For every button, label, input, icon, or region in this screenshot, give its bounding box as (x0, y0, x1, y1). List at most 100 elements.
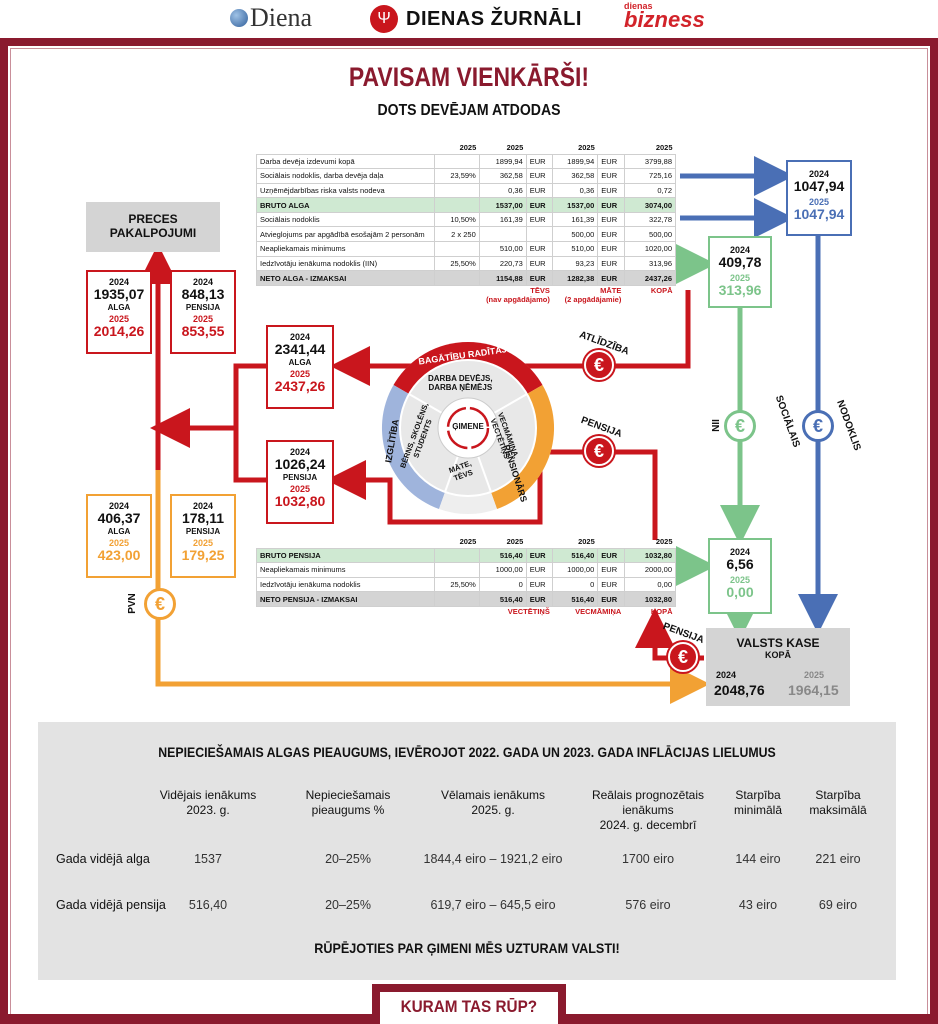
row-label-pensija: Gada vidējā pensija (56, 898, 166, 912)
cell: 20–25% (325, 898, 371, 912)
bottom-heading: NEPIECIEŠAMAIS ALGAS PIEAUGUMS, IEVĒROJO… (158, 744, 776, 760)
cell: 221 eiro (815, 852, 861, 866)
table-cell: 0 (478, 576, 527, 593)
cell: 516,40 (188, 898, 228, 912)
table-row: Atvieglojums par apgādībā esošajām 2 per… (256, 226, 677, 243)
table-cell: 510,00 (552, 241, 599, 257)
table-cell (433, 153, 480, 170)
table-cell: Darba devēja izdevumi kopā (256, 153, 435, 170)
table-cell: EUR (525, 591, 554, 607)
table-cell: 362,58 (552, 168, 599, 184)
arrow-tree-alga (233, 363, 268, 483)
table-cell: 1000,00 (478, 562, 527, 578)
table-cell: 313,96 (623, 255, 677, 272)
euro-icon-kase-pensija: € (668, 642, 698, 672)
table-cell: EUR (597, 547, 625, 564)
table-cell: 362,58 (478, 168, 527, 184)
table-cell: 1537,00 (478, 197, 527, 213)
valsts-kase-box: VALSTS KASE KOPĀ 2024 2048,76 2025 1964,… (706, 628, 850, 706)
table-cell: EUR (525, 547, 554, 564)
table-cell: 25,50% (433, 576, 480, 593)
euro-icon-iin: € (724, 410, 756, 442)
footer-label: MĀTE (2 apgādājamie) (564, 285, 622, 304)
table-cell: 1282,38 (552, 270, 599, 286)
table-cell (433, 562, 480, 578)
table-cell: EUR (525, 182, 554, 199)
family-wheel (381, 341, 555, 515)
footer-label: TĒVS (nav apgādājamo) (486, 285, 550, 304)
col-header-2: Nepieciešamais pieaugums % (305, 788, 391, 817)
table-cell: EUR (597, 153, 625, 170)
table-cell (433, 270, 480, 286)
table-cell: Iedzīvotāju ienākuma nodoklis (IIN) (256, 255, 435, 272)
row-label-alga: Gada vidējā alga (56, 852, 150, 866)
table-cell: NETO PENSIJA - IZMAKSAI (256, 591, 435, 607)
table-cell: EUR (597, 562, 625, 578)
table-cell: 3074,00 (623, 197, 677, 213)
table-cell: 1154,88 (478, 270, 527, 286)
diena-logo: Diena (230, 3, 312, 32)
wheel-label-center: ĢIMENE (452, 422, 484, 431)
table-cell: 516,40 (552, 591, 599, 607)
cell: 1700 eiro (621, 852, 675, 866)
table-cell: EUR (525, 255, 554, 272)
footer-label: KOPĀ (650, 285, 673, 295)
table-cell: EUR (597, 168, 625, 184)
arrow-pvn (155, 470, 710, 704)
table-cell: Sociālais nodoklis, darba devēja daļa (256, 168, 435, 184)
table-cell: Uzņēmējdarbības riska valsts nodeva (256, 182, 435, 199)
table-cell (433, 547, 480, 564)
table-cell: EUR (525, 270, 554, 286)
footer-tab: KURAM TAS RŪP? (372, 984, 566, 1024)
table-cell: 0,72 (623, 182, 677, 199)
table-cell: Atvieglojums par apgādībā esošajām 2 per… (256, 226, 435, 243)
col-header-5: Starpība minimālā (733, 788, 782, 817)
table-cell: EUR (597, 576, 625, 593)
table-cell: EUR (597, 197, 625, 213)
table-cell: Iedzīvotāju ienākuma nodoklis (256, 576, 435, 593)
table-cell: 516,40 (478, 591, 527, 607)
cell: 144 eiro (735, 852, 781, 866)
table-cell: EUR (597, 211, 625, 228)
table-cell (433, 182, 480, 199)
table-cell: 2000,00 (623, 562, 677, 578)
frame-inner-line (10, 48, 928, 1024)
table-cell: EUR (525, 562, 554, 578)
table-cell: 516,40 (552, 547, 599, 564)
table-cell: EUR (597, 182, 625, 199)
table-cell (433, 241, 480, 257)
page-title: PAVISAM VIENKĀRŠI! (348, 62, 590, 92)
table-cell: 2437,26 (623, 270, 677, 286)
table-footer: TĒVS (nav apgādājamo) MĀTE (2 apgādājamie… (257, 285, 676, 307)
footer-label: KOPĀ (650, 606, 673, 616)
table-cell: 500,00 (623, 226, 677, 243)
table-cell: 1032,80 (623, 591, 677, 607)
table-cell: 3799,88 (623, 153, 677, 170)
table-cell: EUR (597, 591, 625, 607)
table-cell: 516,40 (478, 547, 527, 564)
table-cell: 2 x 250 (433, 226, 480, 243)
cell: 576 eiro (625, 898, 671, 912)
cell: 20–25% (325, 852, 371, 866)
slogan: RŪPĒJOTIES PAR ĢIMENI MĒS UZTURAM VALSTI… (314, 940, 620, 956)
table-cell: 0,00 (623, 576, 677, 593)
table-cell: Neapliekamais minimums (256, 562, 435, 578)
cell: 69 eiro (818, 898, 858, 912)
col-header-6: Starpība maksimālā (809, 788, 867, 817)
table-cell: EUR (525, 211, 554, 228)
label-pvn: PVN (126, 593, 138, 614)
table-cell: 1020,00 (623, 241, 677, 257)
table-cell: EUR (525, 197, 554, 213)
cell: 619,7 eiro – 645,5 eiro (430, 898, 556, 912)
